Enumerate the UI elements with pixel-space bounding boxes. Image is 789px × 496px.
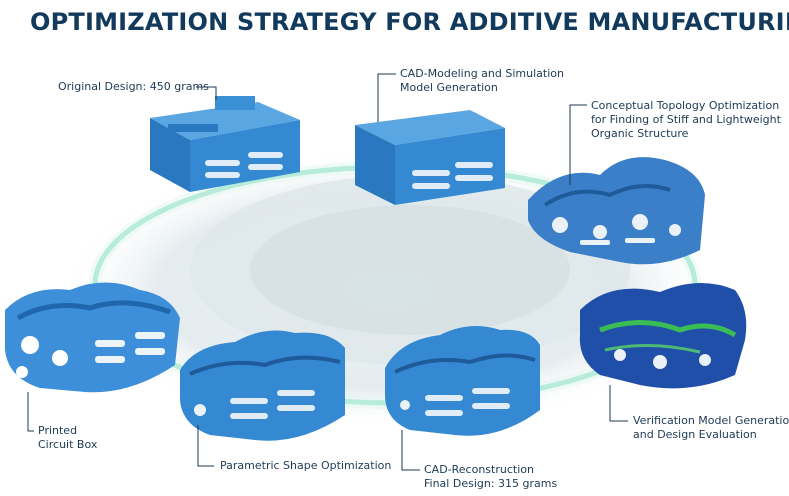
original-design-part bbox=[150, 96, 300, 192]
cad-model-part bbox=[355, 110, 505, 205]
label-verification: Verification Model Generation and Design… bbox=[633, 414, 789, 441]
callout-line-circuit-box bbox=[27, 392, 34, 432]
label-cad-modeling: CAD-Modeling and Simulation Model Genera… bbox=[400, 67, 564, 94]
page-title: OPTIMIZATION STRATEGY FOR ADDITIVE MANUF… bbox=[30, 8, 789, 36]
label-cad-reconstruction: CAD-Reconstruction Final Design: 315 gra… bbox=[424, 463, 558, 490]
background-disc-inner bbox=[250, 205, 570, 335]
label-original-design: Original Design: 450 grams bbox=[58, 80, 209, 93]
verification-model-part bbox=[579, 282, 747, 389]
callout-line-reconstruction bbox=[401, 430, 420, 471]
callout-line-original bbox=[196, 86, 217, 100]
topology-optimized-part bbox=[528, 157, 705, 265]
label-parametric-shape: Parametric Shape Optimization bbox=[220, 459, 392, 472]
label-topology-optimization: Conceptual Topology Optimization for Fin… bbox=[591, 99, 781, 140]
printed-circuit-box-part bbox=[5, 282, 180, 393]
cad-reconstruction-part bbox=[385, 326, 540, 436]
parametric-shape-part bbox=[180, 330, 345, 441]
callout-line-topology bbox=[569, 104, 587, 185]
callout-line-verification bbox=[609, 385, 628, 422]
callout-line-parametric bbox=[197, 425, 214, 467]
callout-line-cad-modeling bbox=[377, 73, 396, 122]
label-printed-circuit-box: Printed Circuit Box bbox=[38, 424, 98, 451]
